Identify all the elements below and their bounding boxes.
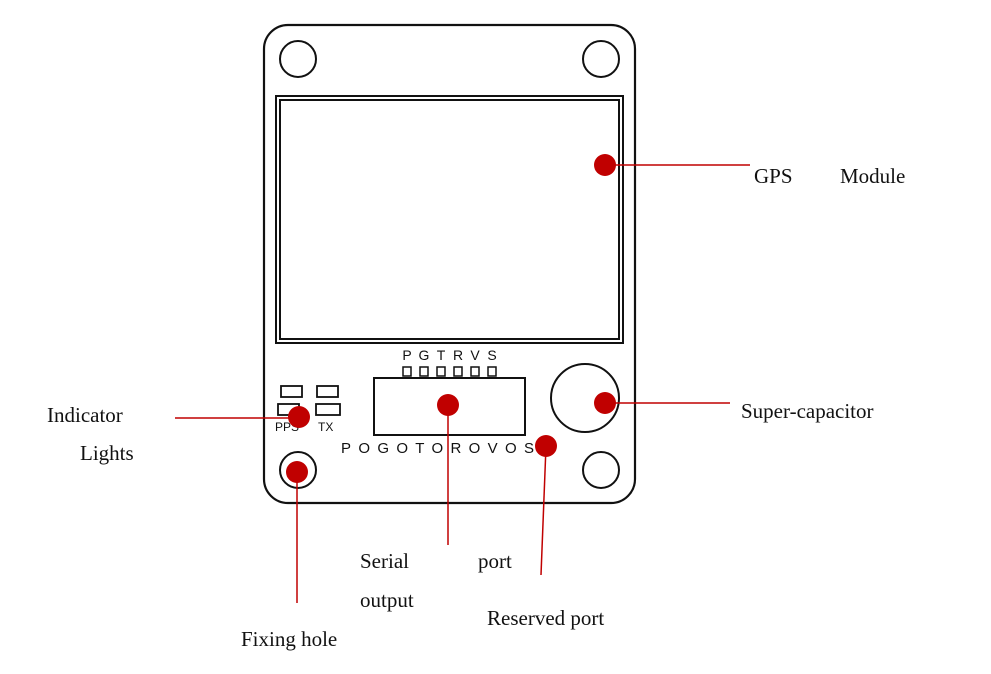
label-indicator: Indicator (47, 403, 123, 427)
led-tx-top (316, 385, 339, 398)
pcb-outline (262, 23, 637, 505)
label-fixing-hole: Fixing hole (241, 627, 337, 651)
markers (286, 154, 616, 483)
pin-pad (419, 366, 429, 377)
label-module: Module (840, 164, 905, 188)
marker-serial-output (437, 394, 459, 416)
mounting-hole-bottom-left (279, 451, 317, 489)
label-serial: Serial (360, 549, 409, 573)
super-capacitor (550, 363, 620, 433)
pin-label-g: G (419, 347, 430, 363)
marker-reserved-port (535, 435, 557, 457)
pin-label-v: V (470, 347, 480, 363)
label-lights: Lights (80, 441, 134, 465)
marker-super-capacitor (594, 392, 616, 414)
pin-pad (402, 366, 412, 377)
marker-gps-module (594, 154, 616, 176)
pin-pad (453, 366, 463, 377)
led-label-tx: TX (318, 420, 333, 434)
label-port: port (478, 549, 512, 573)
serial-connector (373, 377, 526, 436)
mounting-hole-top-left (279, 40, 317, 78)
pin-label-p: P (402, 347, 411, 363)
pin-pads (402, 366, 497, 377)
label-super-capacitor: Super-capacitor (741, 399, 874, 423)
pin-labels-top: P G T R V S (402, 347, 496, 363)
mounting-hole-bottom-right (582, 451, 620, 489)
leader-line-reserved-port (540, 445, 547, 576)
led-tx (315, 403, 341, 416)
pin-label-s: S (487, 347, 496, 363)
pin-labels-bottom: POGOTOROVOSO (341, 440, 553, 457)
label-output: output (360, 588, 414, 612)
gps-module-inner (279, 99, 620, 340)
pin-label-r: R (453, 347, 463, 363)
led-pps-top (280, 385, 303, 398)
leader-lines (175, 164, 750, 603)
pin-pad (436, 366, 446, 377)
label-gps: GPS (754, 164, 793, 188)
pin-pad (487, 366, 497, 377)
pin-pad (470, 366, 480, 377)
marker-indicator-lights (288, 406, 310, 428)
marker-fixing-hole (286, 461, 308, 483)
pin-label-t: T (437, 347, 446, 363)
label-reserved-port: Reserved port (487, 606, 604, 630)
mounting-hole-top-right (582, 40, 620, 78)
gps-module-outer (275, 95, 624, 344)
